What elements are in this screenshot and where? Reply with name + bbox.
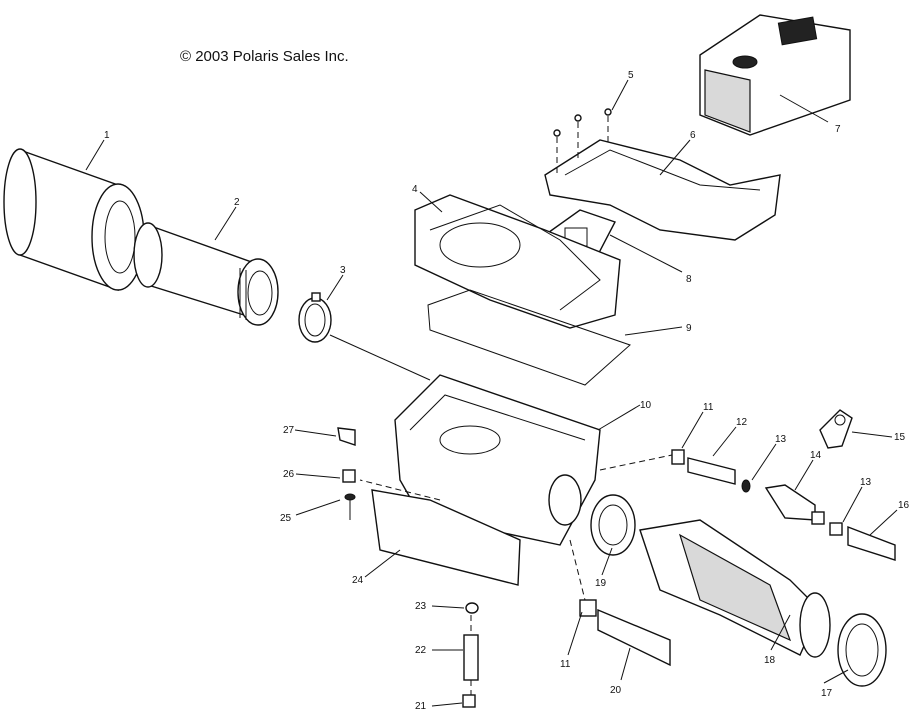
callout-10: 10 [640,400,652,411]
part-10-air-box [394,374,601,546]
part-3-clamp [298,292,332,343]
callout-11-drain: 11 [560,659,571,670]
callout-27: 27 [283,425,295,436]
parts-11-13-fittings [671,449,751,493]
callout-15: 15 [894,432,906,443]
callout-22: 22 [415,645,427,656]
callout-11: 11 [703,402,714,413]
callout-3: 3 [340,265,346,276]
part-15-clip [819,409,853,449]
callout-26: 26 [283,469,295,480]
callout-4: 4 [412,184,418,195]
callout-2: 2 [234,197,240,208]
callout-13-right: 13 [860,477,872,488]
parts-21-23-drain [462,602,479,708]
leader-lines [85,79,898,707]
callout-14: 14 [810,450,822,461]
callout-17: 17 [821,688,833,699]
assembly-lines [329,334,673,501]
part-5-screws [553,108,612,175]
callout-13: 13 [775,434,787,445]
part-9-gasket [427,289,631,386]
callout-12: 12 [736,417,748,428]
callout-24: 24 [352,575,364,586]
callout-18: 18 [764,655,776,666]
callout-9: 9 [686,323,692,334]
callout-20: 20 [610,685,622,696]
part-2-air-filter [133,222,279,326]
parts-25-27-hardware [337,427,356,520]
part-7-foam-block [699,14,851,136]
callout-6: 6 [690,130,696,141]
part-19-coupler [590,494,636,556]
callout-25: 25 [280,513,292,524]
copyright-notice: © 2003 Polaris Sales Inc. [180,48,349,65]
part-24-shield [371,489,521,586]
part-4-lid [414,194,621,329]
part-6-cover [544,139,781,241]
callout-7: 7 [835,124,841,135]
callout-16: 16 [898,500,910,511]
callout-8: 8 [686,274,692,285]
callout-5: 5 [628,70,634,81]
part-16-tube [829,522,896,561]
part-14-valve [764,484,825,525]
part-20-drain-tube [569,539,671,667]
callout-19: 19 [595,578,607,589]
part-18-intake-boot [639,519,831,658]
callout-labels: 1 2 3 4 5 6 7 8 9 10 11 12 13 14 15 16 1… [104,70,910,712]
callout-23: 23 [415,601,427,612]
callout-21: 21 [415,701,427,712]
part-17-clamp [837,613,887,687]
part-1-prefilter [3,148,145,291]
callout-1: 1 [104,130,110,141]
